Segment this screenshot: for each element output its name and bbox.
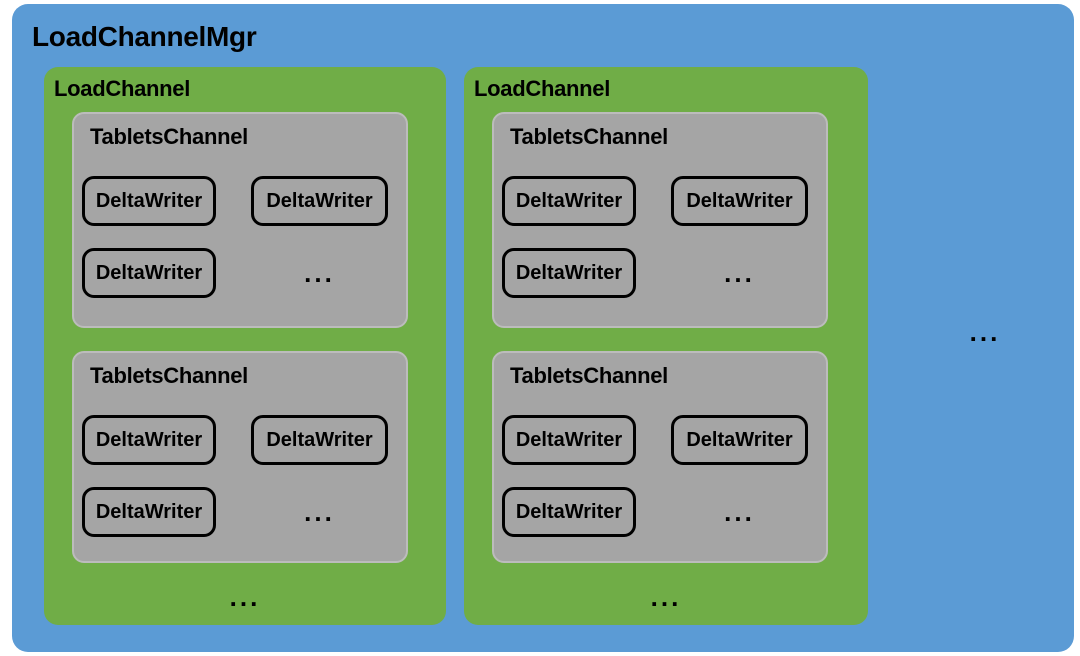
delta-writers-grid: DeltaWriter DeltaWriter DeltaWriter ...: [82, 176, 388, 298]
delta-writer-box: DeltaWriter: [671, 176, 808, 226]
delta-writers-grid: DeltaWriter DeltaWriter DeltaWriter ...: [502, 415, 808, 537]
load-channel-box-2: LoadChannel TabletsChannel DeltaWriter D…: [464, 67, 868, 625]
more-delta-writers-ellipsis: ...: [724, 257, 755, 288]
load-channel-title: LoadChannel: [474, 76, 611, 101]
delta-writer-box: DeltaWriter: [251, 176, 388, 226]
tablets-channel-title: TabletsChannel: [90, 124, 248, 149]
delta-writer-box: DeltaWriter: [251, 415, 388, 465]
delta-writer-box: DeltaWriter: [82, 248, 216, 298]
delta-writer-box: DeltaWriter: [671, 415, 808, 465]
tablets-channel-title: TabletsChannel: [90, 363, 248, 388]
more-delta-writers-ellipsis: ...: [724, 496, 755, 527]
tablets-channel-title: TabletsChannel: [510, 363, 668, 388]
delta-writer-box: DeltaWriter: [82, 487, 216, 537]
more-load-channels-ellipsis: ...: [969, 316, 1001, 347]
delta-writers-grid: DeltaWriter DeltaWriter DeltaWriter ...: [502, 176, 808, 298]
tablets-channel-box: TabletsChannel DeltaWriter DeltaWriter D…: [72, 112, 408, 328]
delta-writer-box: DeltaWriter: [502, 176, 636, 226]
delta-writer-box: DeltaWriter: [502, 487, 636, 537]
tablets-channel-box: TabletsChannel DeltaWriter DeltaWriter D…: [492, 351, 828, 563]
more-delta-writers-ellipsis: ...: [304, 496, 335, 527]
tablets-channel-box: TabletsChannel DeltaWriter DeltaWriter D…: [72, 351, 408, 563]
delta-writer-box: DeltaWriter: [502, 415, 636, 465]
more-tablets-channels-ellipsis: ...: [650, 582, 682, 612]
load-channel-box-1: LoadChannel TabletsChannel DeltaWriter D…: [44, 67, 446, 625]
tablets-channel-box: TabletsChannel DeltaWriter DeltaWriter D…: [492, 112, 828, 328]
load-channel-mgr-title: LoadChannelMgr: [32, 21, 257, 52]
more-tablets-channels-ellipsis: ...: [229, 582, 261, 612]
load-channel-title: LoadChannel: [54, 76, 191, 101]
tablets-channel-title: TabletsChannel: [510, 124, 668, 149]
delta-writer-box: DeltaWriter: [82, 176, 216, 226]
load-channel-mgr-box: LoadChannelMgr LoadChannel TabletsChanne…: [12, 4, 1074, 652]
delta-writers-grid: DeltaWriter DeltaWriter DeltaWriter ...: [82, 415, 388, 537]
more-delta-writers-ellipsis: ...: [304, 257, 335, 288]
delta-writer-box: DeltaWriter: [502, 248, 636, 298]
delta-writer-box: DeltaWriter: [82, 415, 216, 465]
